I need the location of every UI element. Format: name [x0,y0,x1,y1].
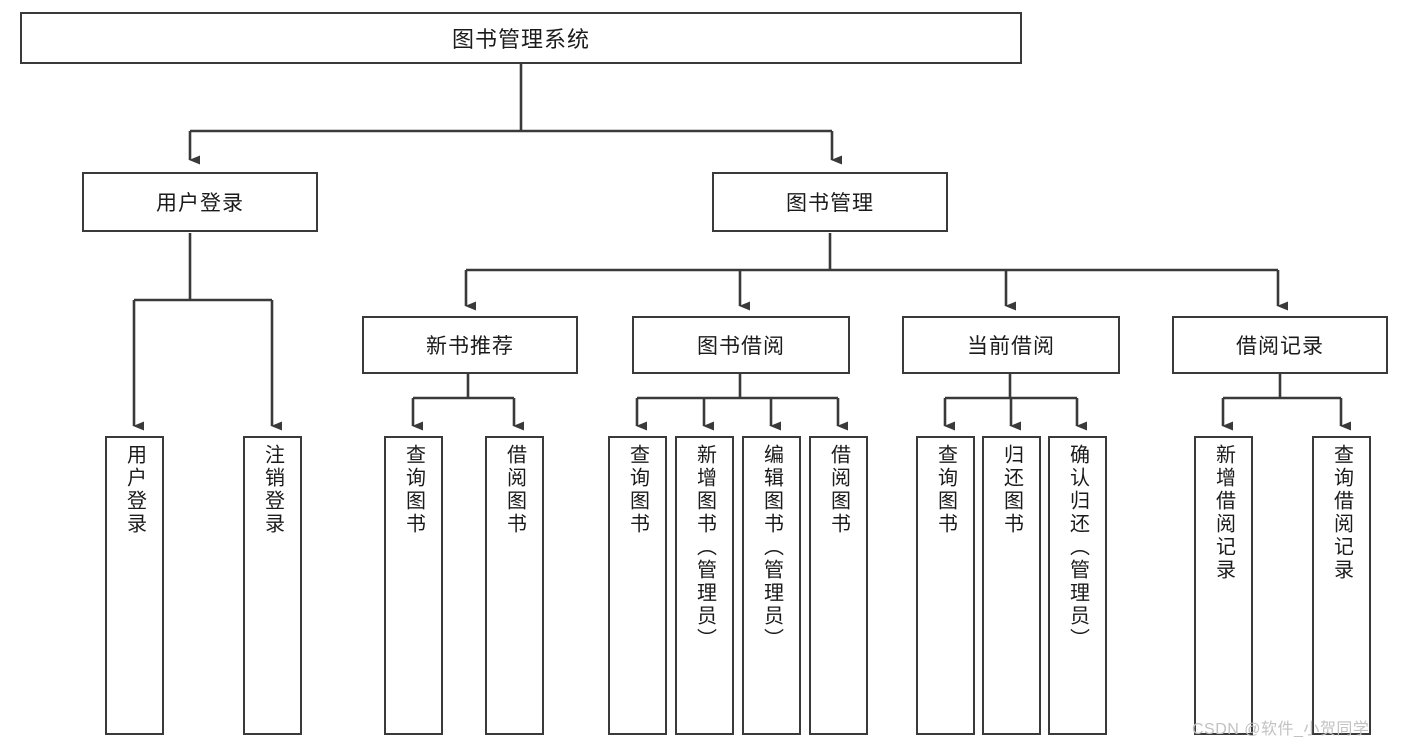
leaf-borrow-edit-book-label: 编辑图书（管理员） [760,444,783,651]
node-borrow-record-label: 借阅记录 [1236,335,1324,358]
leaf-newbook-query-book-label: 查询图书 [402,444,425,536]
node-root-label: 图书管理系统 [451,27,590,52]
leaf-record-query-label: 查询借阅记录 [1330,444,1353,582]
leaf-borrow-query-book[interactable]: 查询图书 [608,436,667,735]
leaf-borrow-borrow-book-label: 借阅图书 [827,444,850,536]
node-new-book-recommend-label: 新书推荐 [426,335,514,358]
leaf-user-login[interactable]: 用户登录 [105,436,164,735]
node-user-login[interactable]: 用户登录 [82,172,318,232]
leaf-current-return-book-label: 归还图书 [1000,444,1023,536]
leaf-newbook-borrow-book[interactable]: 借阅图书 [485,436,544,735]
leaf-borrow-add-book[interactable]: 新增图书（管理员） [675,436,734,735]
leaf-borrow-query-book-label: 查询图书 [626,444,649,536]
leaf-borrow-borrow-book[interactable]: 借阅图书 [809,436,868,735]
node-new-book-recommend[interactable]: 新书推荐 [362,316,578,374]
watermark-csdn: CSDN @软件_小贺同学 [1192,721,1370,738]
leaf-record-add-label: 新增借阅记录 [1212,444,1235,582]
leaf-newbook-query-book[interactable]: 查询图书 [384,436,443,735]
leaf-current-confirm-return-label: 确认归还（管理员） [1066,444,1089,651]
leaf-record-add[interactable]: 新增借阅记录 [1194,436,1253,735]
leaf-logout[interactable]: 注销登录 [243,436,302,735]
node-borrow-record[interactable]: 借阅记录 [1172,316,1388,374]
node-book-borrow-label: 图书借阅 [697,335,785,358]
node-current-borrow-label: 当前借阅 [967,335,1055,358]
node-current-borrow[interactable]: 当前借阅 [902,316,1120,374]
leaf-user-login-label: 用户登录 [123,444,146,536]
leaf-borrow-edit-book[interactable]: 编辑图书（管理员） [742,436,801,735]
leaf-current-query-book-label: 查询图书 [934,444,957,536]
leaf-current-query-book[interactable]: 查询图书 [916,436,975,735]
leaf-logout-label: 注销登录 [261,444,284,536]
node-root-system[interactable]: 图书管理系统 [20,12,1022,64]
node-book-manage-label: 图书管理 [786,192,874,215]
node-user-login-label: 用户登录 [156,192,244,215]
node-book-manage[interactable]: 图书管理 [712,172,948,232]
leaf-newbook-borrow-book-label: 借阅图书 [503,444,526,536]
node-book-borrow[interactable]: 图书借阅 [632,316,850,374]
leaf-record-query[interactable]: 查询借阅记录 [1312,436,1371,735]
leaf-borrow-add-book-label: 新增图书（管理员） [693,444,716,651]
leaf-current-return-book[interactable]: 归还图书 [982,436,1041,735]
leaf-current-confirm-return[interactable]: 确认归还（管理员） [1048,436,1107,735]
